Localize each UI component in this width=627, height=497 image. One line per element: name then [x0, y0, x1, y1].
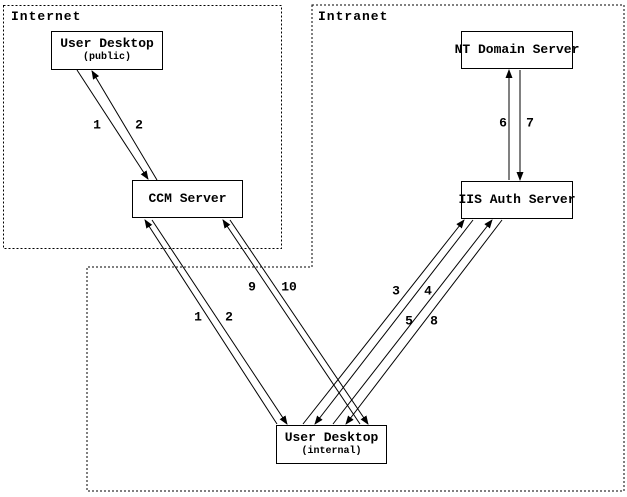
edge-label-1: 1 [194, 309, 202, 325]
edge-label-7: 7 [526, 115, 534, 131]
edge-arrow-5-user-desktop-internal-to-iis-auth-server [332, 219, 493, 425]
node-user-desktop-internal-subtitle: (internal) [301, 446, 362, 458]
edge-label-1: 1 [93, 117, 101, 133]
node-ccm-server: CCM Server [132, 180, 243, 218]
edge-arrow-10-ccm-server-to-user-desktop-internal [229, 219, 369, 425]
edge-label-6: 6 [499, 115, 507, 131]
node-user-desktop-public: User Desktop(public) [51, 31, 163, 70]
edge-arrow-2-ccm-server-to-user-desktop-public [91, 70, 158, 181]
edge-arrow-9-user-desktop-internal-to-ccm-server [222, 219, 361, 425]
edge-arrow-8-iis-auth-server-to-user-desktop-internal [345, 219, 503, 425]
node-iis-auth-server: IIS Auth Server [458, 181, 576, 219]
node-user-desktop-internal-title: User Desktop [284, 430, 379, 446]
node-iis-auth-server-title: IIS Auth Server [458, 191, 576, 207]
edge-label-8: 8 [430, 313, 438, 329]
edge-arrow-3-user-desktop-internal-to-iis-auth-server [302, 219, 465, 425]
edge-lines-group [76, 69, 524, 425]
zone-borders-group [3, 4, 625, 492]
edge-label-9: 9 [248, 279, 256, 295]
internet-zone-border [3, 5, 282, 249]
edge-label-10: 10 [281, 279, 297, 295]
node-user-desktop-public-subtitle: (public) [82, 52, 131, 64]
edge-label-3: 3 [392, 283, 400, 299]
edge-label-5: 5 [405, 313, 413, 329]
edge-arrow-2-ccm-server-to-user-desktop-internal [151, 219, 288, 425]
node-nt-domain-server-title: NT Domain Server [454, 41, 580, 57]
edge-arrow-4-iis-auth-server-to-user-desktop-internal [314, 219, 474, 425]
node-ccm-server-title: CCM Server [148, 190, 227, 206]
edge-label-4: 4 [424, 283, 432, 299]
node-nt-domain-server: NT Domain Server [455, 31, 579, 69]
node-user-desktop-internal: User Desktop(internal) [276, 425, 387, 464]
internet-zone-label: Internet [11, 9, 82, 24]
intranet-zone-label: Intranet [318, 9, 389, 24]
edge-arrow-1-user-desktop-internal-to-ccm-server [144, 219, 278, 425]
node-user-desktop-public-title: User Desktop [60, 36, 154, 52]
edge-label-2: 2 [225, 309, 233, 325]
edge-label-2: 2 [135, 117, 143, 133]
edge-arrow-1-user-desktop-public-to-ccm-server [76, 69, 149, 180]
intranet-zone-border [86, 4, 625, 492]
